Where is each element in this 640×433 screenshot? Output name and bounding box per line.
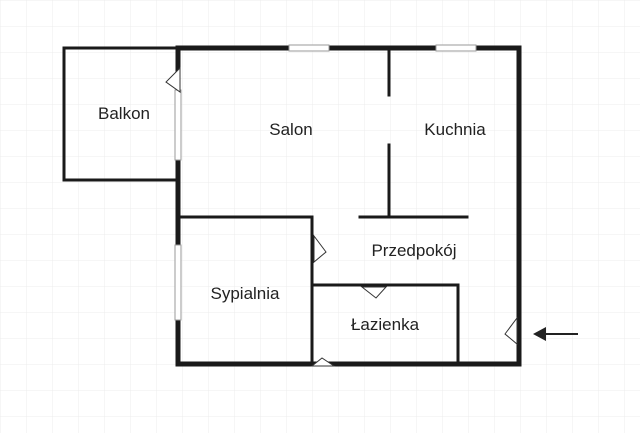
window-kuchnia	[435, 44, 477, 52]
room-label-salon: Salon	[269, 120, 312, 139]
door-entrance	[504, 316, 518, 346]
balcony-outline	[62, 46, 178, 182]
room-label-przedpokoj: Przedpokój	[371, 241, 456, 260]
window-balcony-door	[174, 89, 182, 161]
window-sypialnia	[174, 244, 182, 321]
room-label-sypialnia: Sypialnia	[211, 284, 281, 303]
interior-walls	[176, 46, 469, 366]
door-bottom	[310, 357, 336, 367]
arrow-left-icon	[533, 327, 578, 341]
doors	[165, 66, 518, 367]
window-salon	[288, 44, 330, 52]
door-sypialnia	[313, 234, 327, 264]
room-label-lazienka: Łazienka	[351, 315, 420, 334]
room-label-kuchnia: Kuchnia	[424, 120, 486, 139]
door-lazienka	[360, 286, 388, 299]
room-label-balkon: Balkon	[98, 104, 150, 123]
door-balcony	[165, 66, 181, 93]
